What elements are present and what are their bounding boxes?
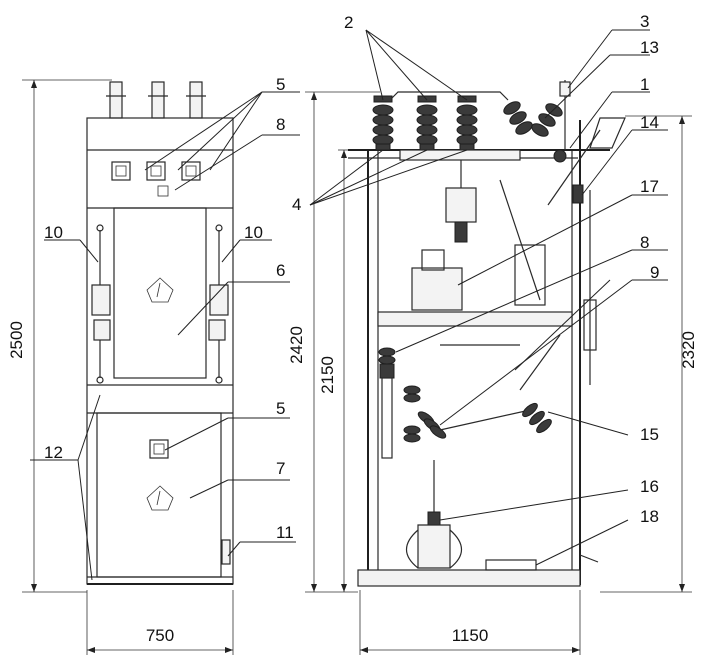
callout-2: 2 [344, 13, 353, 32]
callout-5-lower: 5 [276, 399, 285, 418]
callout-3: 3 [640, 12, 649, 31]
callout-6: 6 [276, 261, 285, 280]
middle-shelf [377, 311, 573, 327]
warning-symbol-upper [146, 277, 174, 303]
top-bushings [106, 81, 206, 119]
dimension-lines: 750 1150 2500 2420 2150 2320 [7, 79, 698, 655]
callout-11: 11 [276, 523, 294, 542]
leader-lines [30, 29, 668, 581]
circuit-breaker-pole [445, 187, 477, 223]
side-view [348, 80, 626, 587]
callout-16: 16 [640, 477, 659, 496]
callout-17: 17 [640, 177, 659, 196]
dim-front-height: 2500 [7, 321, 26, 359]
dim-side-height-2420: 2420 [287, 326, 306, 364]
top-insulators [372, 91, 509, 151]
callout-18: 18 [640, 507, 659, 526]
warning-symbol-lower [146, 485, 174, 511]
left-mechanism [91, 284, 111, 316]
lower-left-insulators [378, 347, 421, 459]
callout-1: 1 [640, 75, 649, 94]
callout-5-top: 5 [276, 75, 285, 94]
callout-8-front: 8 [276, 115, 285, 134]
callout-4: 4 [292, 195, 301, 214]
callout-15: 15 [640, 425, 659, 444]
front-cabinet-outline [86, 117, 234, 585]
right-mechanism [209, 284, 229, 316]
window-lower [149, 439, 169, 459]
callout-14: 14 [640, 113, 659, 132]
window-3 [181, 161, 201, 181]
upper-door [113, 207, 207, 379]
voltage-transformer [405, 460, 463, 569]
callout-12: 12 [44, 443, 63, 462]
front-view [86, 81, 234, 585]
callout-9: 9 [650, 263, 659, 282]
callout-labels: 5 8 10 10 6 12 5 7 11 2 3 13 1 14 4 17 8… [44, 12, 659, 542]
dim-side-height-2150: 2150 [318, 356, 337, 394]
earthing-switch-handle [221, 539, 231, 565]
dim-side-height-2320: 2320 [679, 331, 698, 369]
disconnector-insulator [503, 80, 571, 163]
lower-diagonal-insulators [417, 334, 561, 439]
base-frame [357, 569, 581, 587]
callout-8-side: 8 [640, 233, 649, 252]
window-1 [111, 161, 131, 181]
dim-front-width: 750 [146, 626, 174, 645]
callout-10-left: 10 [44, 223, 63, 242]
dim-side-width: 1150 [452, 626, 489, 645]
callout-10-right: 10 [244, 223, 263, 242]
transformer [411, 267, 463, 311]
callout-7: 7 [276, 459, 285, 478]
window-2 [146, 161, 166, 181]
callout-13: 13 [640, 38, 659, 57]
